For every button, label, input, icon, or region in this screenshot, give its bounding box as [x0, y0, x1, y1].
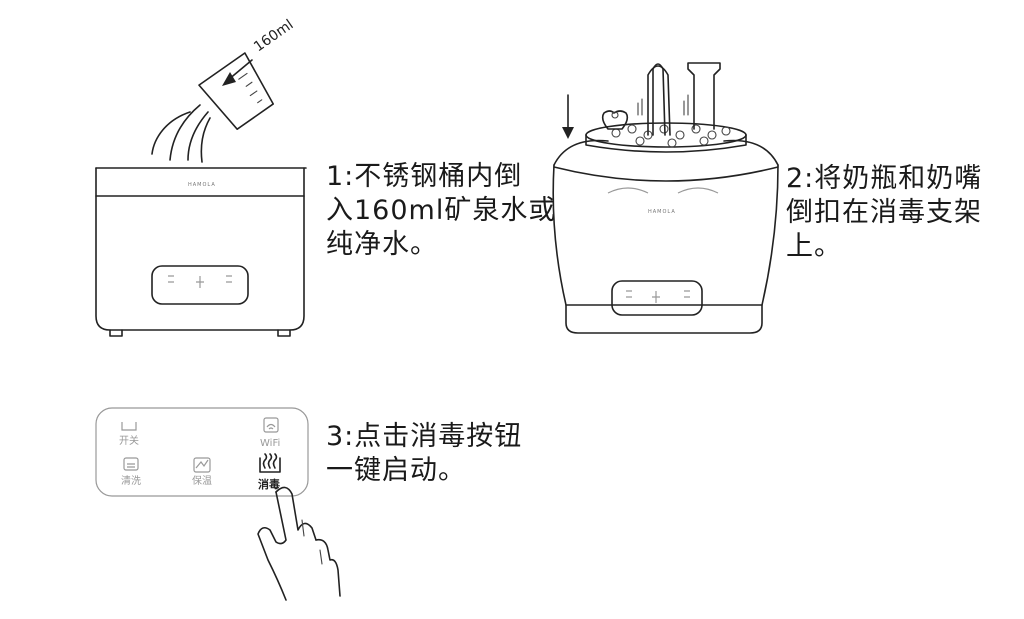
wifi-label: WiFi	[260, 438, 280, 449]
step3-illustration: 开关 WiFi 清洗 保温 消毒	[95, 407, 341, 601]
pointing-finger-icon	[257, 486, 341, 601]
step1-line: 纯净水。	[326, 229, 438, 260]
sterilize-label: 消毒	[258, 477, 280, 491]
pour-arrow-icon	[222, 59, 253, 86]
step3-line: 一键启动。	[326, 455, 466, 486]
power-button[interactable]: 开关	[119, 422, 139, 447]
step1-line: 1:不锈钢桶内倒	[326, 161, 523, 192]
step2-line: 2:将奶瓶和奶嘴	[786, 163, 983, 194]
step2-line: 上。	[786, 231, 842, 262]
step3-line: 3:点击消毒按钮	[326, 421, 523, 452]
wifi-button[interactable]: WiFi	[260, 417, 280, 449]
brand-label: HAMOLA	[648, 209, 676, 215]
keepwarm-label: 保温	[192, 474, 212, 487]
power-label: 开关	[119, 434, 139, 447]
beaker-volume-label: 160ml	[251, 17, 296, 55]
keepwarm-button[interactable]: 保温	[192, 457, 212, 487]
measuring-beaker-icon	[198, 52, 275, 130]
sterilizing-rack	[585, 62, 747, 153]
step2-illustration: HAMOLA	[552, 62, 779, 334]
water-stream-icon	[151, 104, 211, 163]
clean-button[interactable]: 清洗	[121, 457, 141, 487]
sterilize-button[interactable]: 消毒	[258, 453, 281, 491]
clean-label: 清洗	[121, 474, 141, 487]
step1-illustration: 160ml HAMOLA	[95, 17, 307, 337]
control-panel	[95, 407, 309, 497]
brand-label: HAMOLA	[188, 182, 216, 188]
step3-instructions: 3:点击消毒按钮 一键启动。	[326, 420, 522, 488]
down-arrow-icon	[562, 94, 574, 139]
step2-line: 倒扣在消毒支架	[786, 197, 982, 228]
sterilizer-body: HAMOLA	[552, 139, 779, 334]
step1-instructions: 1:不锈钢桶内倒 入160ml矿泉水或 纯净水。	[326, 160, 556, 262]
sterilizer-body: HAMOLA	[95, 167, 307, 337]
step1-line: 入160ml矿泉水或	[326, 195, 557, 226]
step2-instructions: 2:将奶瓶和奶嘴 倒扣在消毒支架 上。	[786, 162, 982, 264]
